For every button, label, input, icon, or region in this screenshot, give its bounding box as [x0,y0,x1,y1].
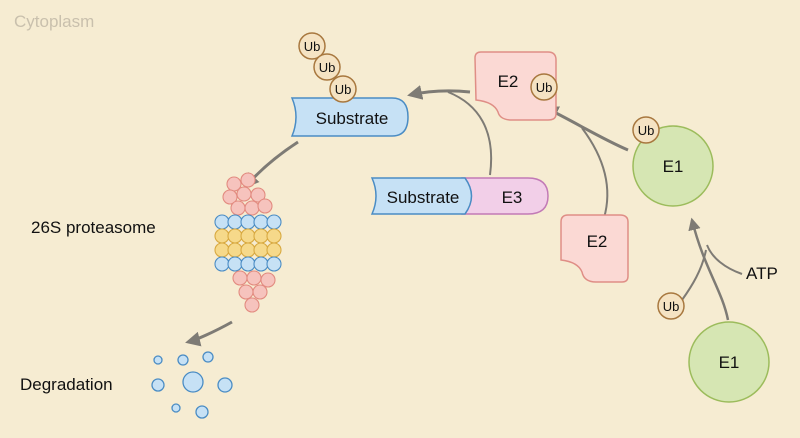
e1-charged: E1 Ub [632,116,714,207]
e1-free: E1 [688,321,770,403]
arrow-proteasome-to-degradation [185,320,233,347]
svg-text:Ub: Ub [335,82,352,97]
proteasome-subunit [266,242,282,258]
e1-free-shape [688,321,770,403]
ub-on-e1: Ub [632,116,660,144]
ubiquitinated-substrate: Substrate Ub Ub Ub [290,32,409,137]
substrate-complex-shape [370,177,473,215]
substrate-complex-label: Substrate [387,188,460,207]
degradation-fragments [151,351,233,419]
arrow-e1-to-e2 [543,106,629,152]
svg-text:Ub: Ub [536,80,553,95]
proteasome-subunit [240,228,256,244]
proteasome-subunit [240,214,256,230]
arrow-e3-branch [447,91,493,176]
proteasome-subunit [214,214,230,230]
proteasome-subunit [266,228,282,244]
proteasome-subunit [214,242,230,258]
e3-label: E3 [502,188,523,207]
e2-charged-shape [474,51,557,121]
proteasome-subunit [227,228,243,244]
proteasome-subunit [222,189,238,205]
degradation-label: Degradation [20,375,113,394]
ub-on-e2: Ub [530,73,558,101]
arrow-e2-to-substrate [407,85,471,100]
proteasome-subunit [253,214,269,230]
atp-label: ATP [746,264,778,283]
e2-charged: E2 Ub [474,51,558,121]
substrate-top-label: Substrate [316,109,389,128]
proteasome-subunit [240,172,256,188]
proteasome-subunit [227,214,243,230]
e1-charged-label: E1 [663,157,684,176]
svg-text:Ub: Ub [638,123,655,138]
arrow-e2-branch [581,127,609,219]
arrows [185,85,743,347]
proteasome-26s [214,172,282,313]
proteasome-subunit [227,256,243,272]
proteasome-subunit [240,256,256,272]
proteasome-subunit [240,242,256,258]
proteasome-subunit [266,256,282,272]
proteasome-subunit [260,272,276,288]
svg-text:Ub: Ub [663,299,680,314]
proteasome-subunit [227,242,243,258]
e1-charged-shape [632,125,714,207]
proteasome-subunit [244,297,260,313]
ub-chain-2: Ub [313,53,341,81]
ub-chain-1: Ub [298,32,326,60]
e2-charged-label: E2 [498,72,519,91]
proteasome-subunit [236,186,252,202]
ub-free: Ub [657,292,685,320]
arrow-atp-branch [706,244,743,275]
proteasome-label: 26S proteasome [31,218,156,237]
e1-free-label: E1 [719,353,740,372]
proteasome-subunit [252,284,268,300]
proteasome-subunit [250,187,266,203]
proteasome-subunit [266,214,282,230]
proteasome-subunit [253,242,269,258]
svg-text:Ub: Ub [319,60,336,75]
e2-free-label: E2 [587,232,608,251]
svg-text:Ub: Ub [304,39,321,54]
proteasome-subunit [253,256,269,272]
proteasome-subunit [253,228,269,244]
e2-free: E2 [560,214,629,283]
substrate-e3-complex: Substrate E3 [370,177,549,215]
ub-chain-3: Ub [329,75,357,103]
proteasome-subunit [230,200,246,216]
proteasome-subunit [238,284,254,300]
e2-free-shape [560,214,629,283]
proteasome-subunit [257,198,273,214]
cytoplasm-label: Cytoplasm [14,12,94,31]
arrow-ub-branch [681,249,707,301]
e3-shape [461,177,549,215]
proteasome-subunit [244,200,260,216]
proteasome-subunit [232,270,248,286]
arrow-e1-activation [688,217,730,321]
substrate-top-shape [290,97,409,137]
proteasome-subunit [214,256,230,272]
proteasome-subunit [246,270,262,286]
proteasome-subunit [214,228,230,244]
